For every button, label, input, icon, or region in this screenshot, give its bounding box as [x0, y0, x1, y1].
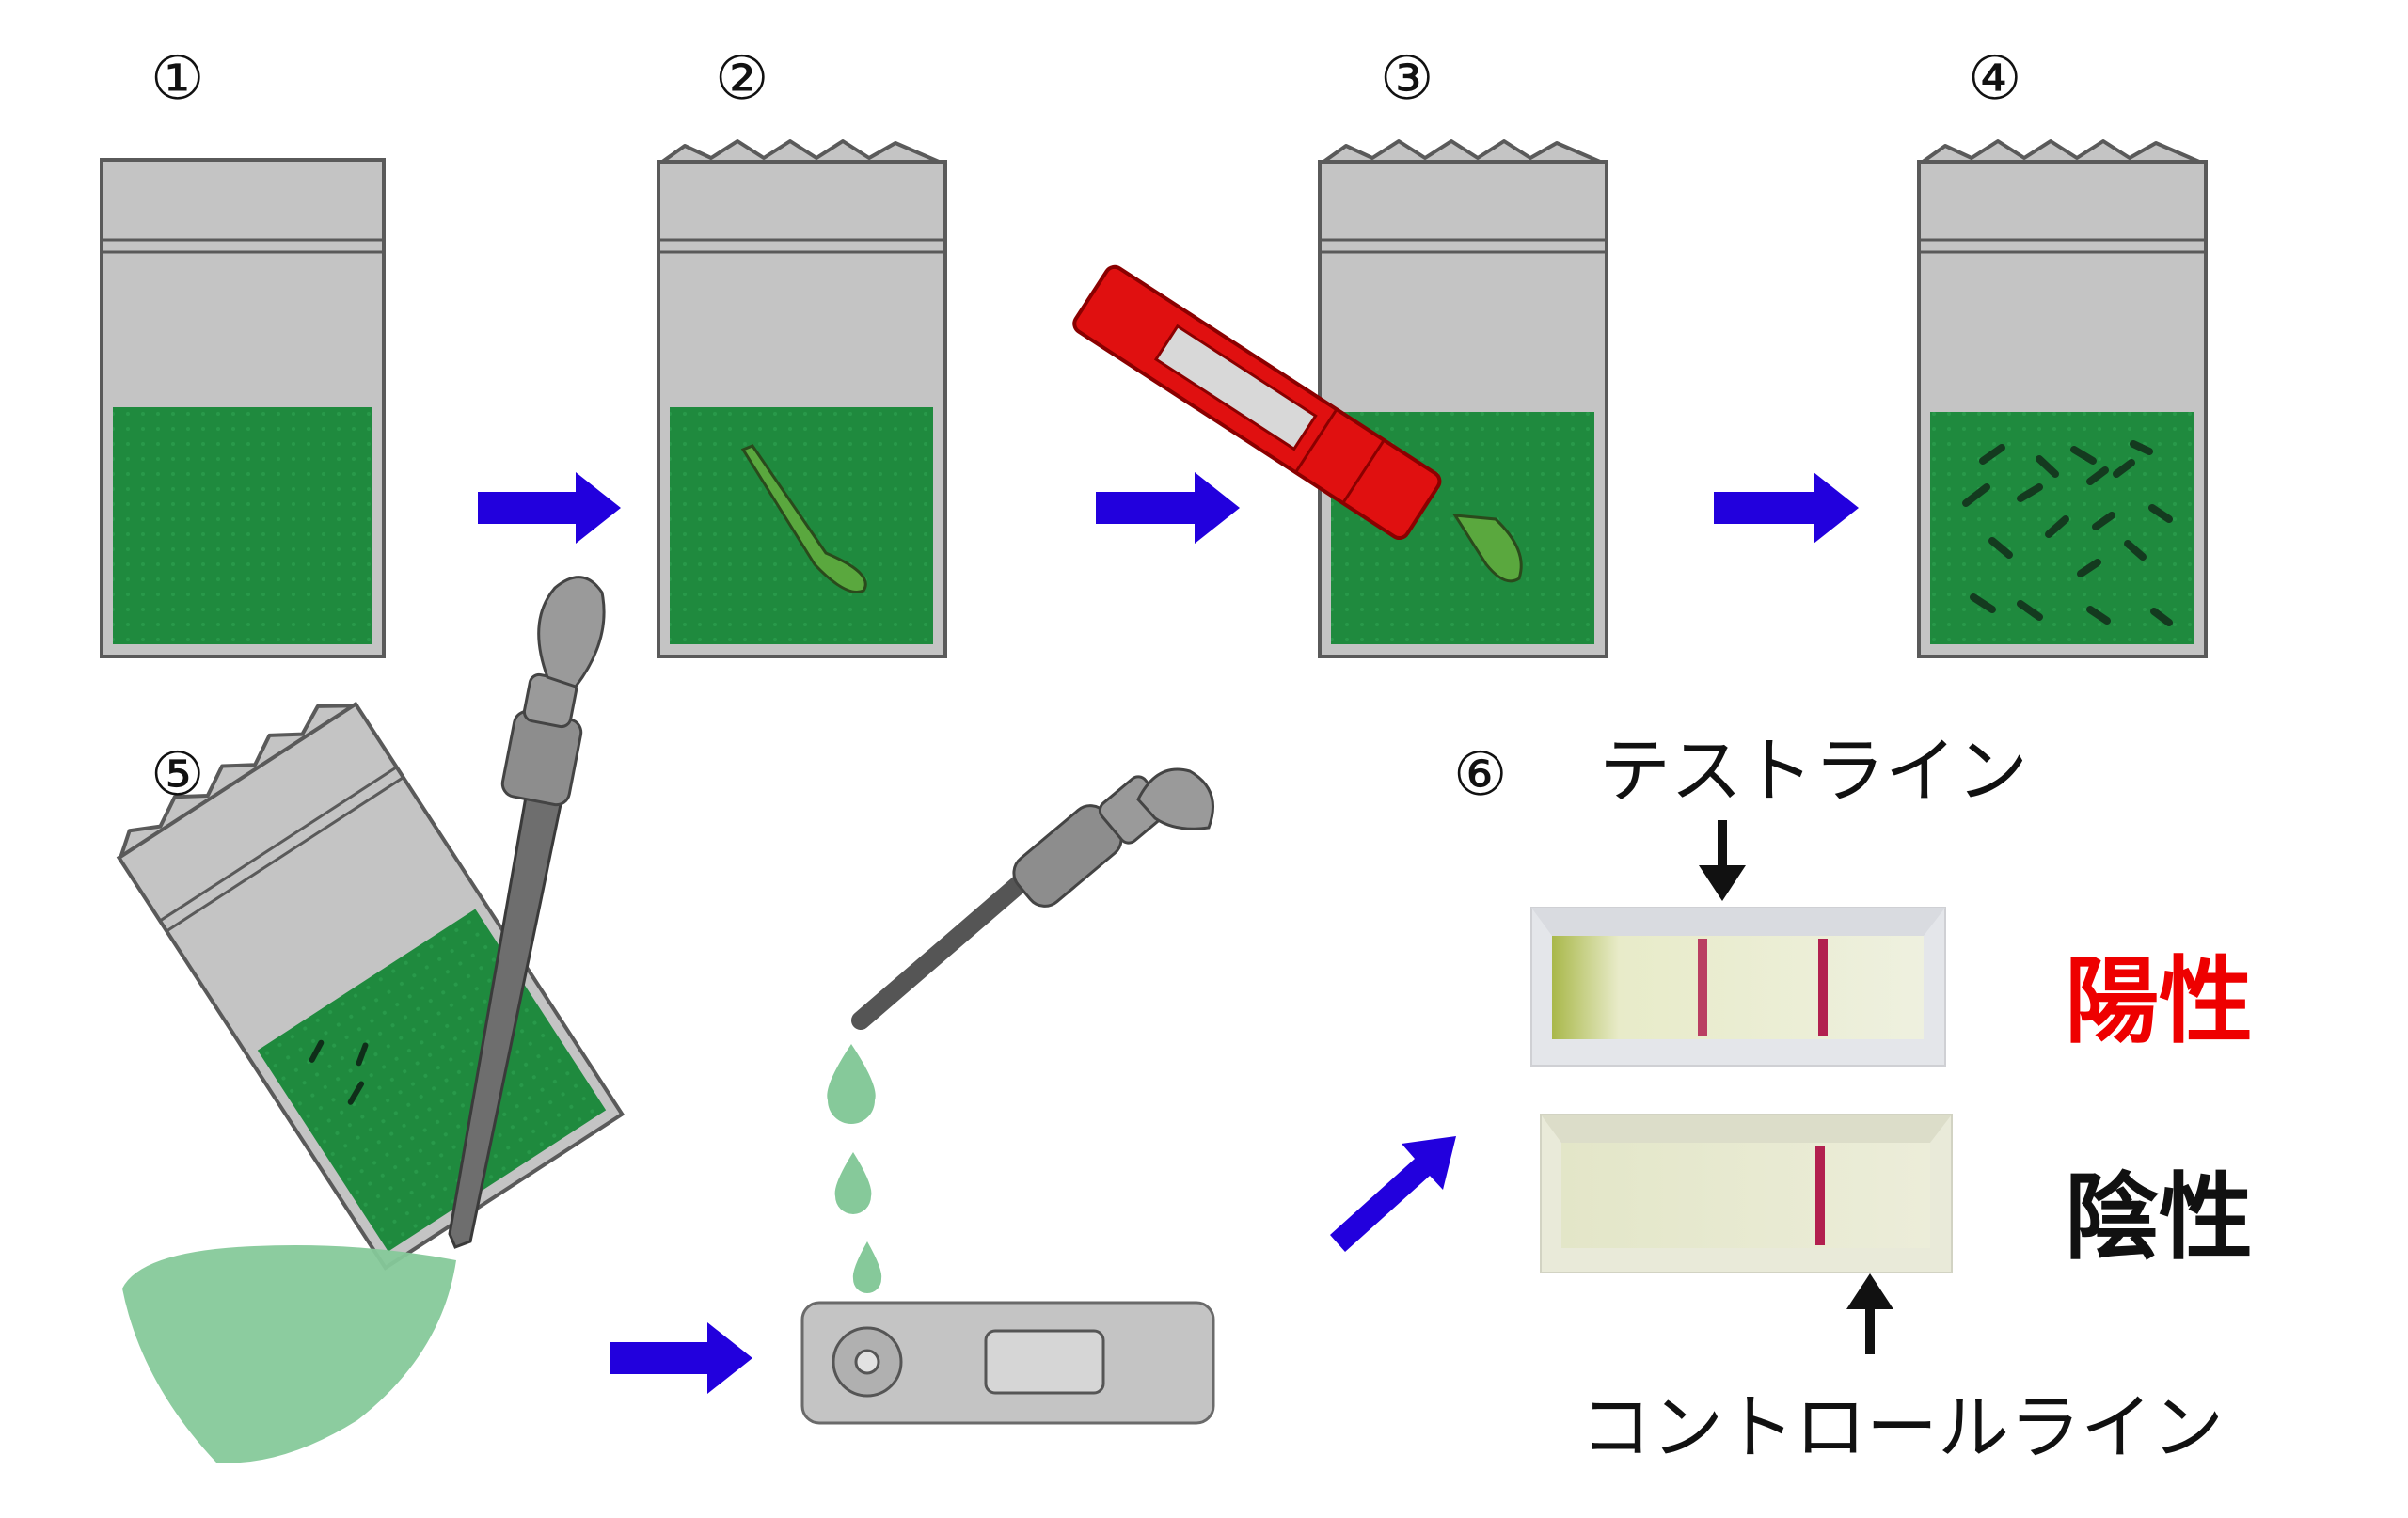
step-number-3: ③	[1380, 44, 1434, 114]
bag-4-icon	[1917, 139, 2208, 658]
bag-3-icon	[1072, 139, 1608, 658]
step-number-6: ⑥	[1453, 740, 1508, 810]
crushing-pen-icon	[1072, 264, 1523, 583]
positive-result-label: 陽性	[2065, 946, 2253, 1056]
arrow-to-result-icon	[1330, 1136, 1456, 1252]
test-cassette-icon	[800, 1301, 1215, 1425]
step-number-5: ⑤	[150, 740, 205, 810]
arrow-step5-to-cassette-icon	[610, 1322, 752, 1394]
step-number-4: ④	[1968, 44, 2022, 114]
positive-strip-icon	[1530, 907, 1946, 1067]
test-line-label: テストライン	[1599, 729, 2028, 813]
bag-2-icon	[657, 139, 947, 658]
arrow-step2-to-3-icon	[1096, 472, 1240, 544]
control-line-label: コントロールライン	[1580, 1385, 2224, 1469]
control-line-pointer-icon	[1846, 1273, 1893, 1354]
bag-5-icon	[116, 576, 626, 1463]
droplets-icon	[827, 1044, 882, 1293]
arrow-step1-to-2-icon	[478, 472, 621, 544]
negative-strip-icon	[1540, 1114, 1953, 1273]
leaf-piece-icon	[740, 444, 867, 593]
bag-1-icon	[100, 158, 386, 658]
step-number-2: ②	[715, 44, 769, 114]
dropper-icon	[851, 767, 1214, 1030]
arrow-step3-to-4-icon	[1714, 472, 1859, 544]
dropper-in-bag-icon	[448, 576, 606, 1249]
step-number-1: ①	[150, 44, 205, 114]
negative-result-label: 陰性	[2065, 1162, 2253, 1273]
crushed-pieces-icon	[1962, 440, 2173, 626]
test-line-pointer-icon	[1699, 820, 1746, 901]
